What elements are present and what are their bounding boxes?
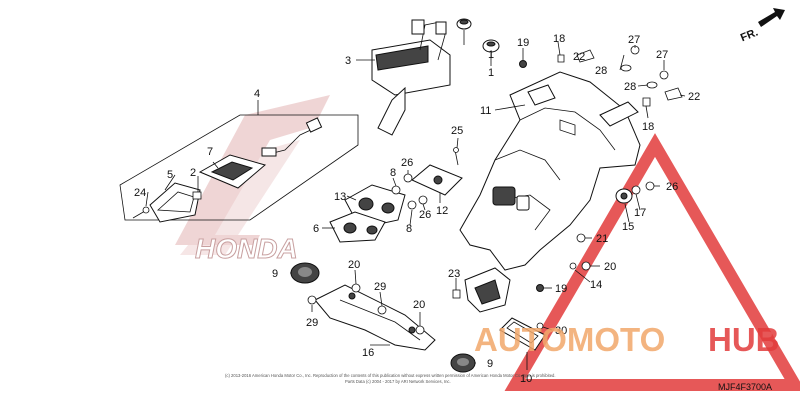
callout-28a: 28 xyxy=(595,65,607,77)
nut-26-right xyxy=(645,181,655,191)
fender-lower-flap xyxy=(464,267,511,313)
callout-19b: 19 xyxy=(555,283,567,295)
clip-22-lower xyxy=(664,87,683,101)
callout-5: 5 xyxy=(167,169,173,181)
callout-26b: 26 xyxy=(419,209,431,221)
bolt-29-right xyxy=(377,305,387,315)
background-brand-text: HONDA xyxy=(195,233,298,264)
callout-30: 30 xyxy=(555,325,567,337)
callout-6: 6 xyxy=(313,223,319,235)
callout-17: 17 xyxy=(634,207,646,219)
bolt-29-left xyxy=(307,295,317,305)
rear-fender xyxy=(459,71,641,271)
watermark-text: AUTOMOTO HUB xyxy=(474,321,780,358)
washer-28-upper xyxy=(620,64,632,72)
callout-18a: 18 xyxy=(553,33,565,45)
bolt-19-lower xyxy=(536,284,544,292)
callout-20a: 20 xyxy=(348,259,360,271)
copyright-line-1: (c) 2013-2016 American Honda Motor Co., … xyxy=(225,373,556,378)
screw-2 xyxy=(192,191,202,200)
callout-18b: 18 xyxy=(642,121,654,133)
callout-25: 25 xyxy=(451,125,463,137)
callout-27b: 27 xyxy=(656,49,668,61)
copyright-line-2: Parts Data (c) 2004 - 2017 by ARI Networ… xyxy=(345,379,451,384)
bolt-18-upper xyxy=(557,54,565,63)
reflector-gasket xyxy=(329,211,386,243)
license-bracket xyxy=(314,284,436,351)
nut-26-upper xyxy=(403,173,413,183)
callout-23: 23 xyxy=(448,268,460,280)
nut-21 xyxy=(576,233,586,243)
callout-3: 3 xyxy=(345,55,351,67)
callout-2: 2 xyxy=(190,167,196,179)
nut-8-lower xyxy=(407,200,417,210)
diagram-code: MJF4F3700A xyxy=(718,382,772,392)
callout-1b: 1 xyxy=(488,67,494,79)
nut-20-lower xyxy=(415,325,425,335)
bolt-19-upper xyxy=(519,60,527,68)
callout-4: 4 xyxy=(254,88,260,100)
grommet-17 xyxy=(631,185,641,195)
nut-27-lower xyxy=(659,70,669,80)
callout-16: 16 xyxy=(362,347,374,359)
callout-8a: 8 xyxy=(390,167,396,179)
callout-20b: 20 xyxy=(413,299,425,311)
callout-13: 13 xyxy=(334,191,346,203)
callout-7: 7 xyxy=(207,146,213,158)
clip-22-upper xyxy=(576,49,595,63)
callout-11: 11 xyxy=(480,105,491,117)
assembly-4-boundary xyxy=(119,114,359,221)
callout-21: 21 xyxy=(596,233,608,245)
nut-8-upper xyxy=(391,185,401,195)
grommet-15 xyxy=(615,188,633,204)
callout-24: 24 xyxy=(134,187,146,199)
grommet-lower xyxy=(482,39,500,53)
callout-22a: 22 xyxy=(573,51,585,63)
callout-14: 14 xyxy=(590,279,602,291)
reflector-bracket xyxy=(411,147,463,196)
screw-24 xyxy=(132,206,150,219)
callout-8b: 8 xyxy=(406,223,412,235)
front-direction-label: FR. xyxy=(739,26,760,44)
callout-28b: 28 xyxy=(624,81,636,93)
callout-27a: 27 xyxy=(628,34,640,46)
callout-15: 15 xyxy=(622,221,634,233)
watermark-text-left: AUTOMOTO xyxy=(474,321,665,358)
callout-labels: 1 1 2 3 4 5 6 7 8 8 9 9 10 11 12 13 14 1… xyxy=(134,33,700,385)
callout-20c: 20 xyxy=(604,261,616,273)
callout-9b: 9 xyxy=(487,358,493,370)
callout-26a: 26 xyxy=(401,157,413,169)
callout-26c: 26 xyxy=(666,181,678,193)
bolt-23 xyxy=(452,289,461,299)
callout-10: 10 xyxy=(520,373,532,385)
callout-12: 12 xyxy=(436,205,448,217)
callout-29a: 29 xyxy=(374,281,386,293)
leader-lines xyxy=(145,30,686,370)
seal-9-right xyxy=(450,353,476,373)
grommet-upper xyxy=(456,18,472,30)
nut-20-right xyxy=(581,261,591,271)
callout-29b: 29 xyxy=(306,317,318,329)
callout-1a: 1 xyxy=(488,49,494,61)
callout-9a: 9 xyxy=(272,268,278,280)
nut-20-upper xyxy=(351,283,361,293)
rear-reflector xyxy=(499,317,546,351)
watermark-text-right: HUB xyxy=(708,321,780,358)
callout-19a: 19 xyxy=(517,37,529,49)
seal-9-left xyxy=(290,262,320,284)
nut-26-lower xyxy=(418,195,428,205)
bolt-18-lower xyxy=(642,97,651,107)
screw-30 xyxy=(536,322,544,330)
tail-light-unit xyxy=(371,19,451,136)
license-light-base xyxy=(198,117,323,189)
callout-22b: 22 xyxy=(688,91,700,103)
nut-14 xyxy=(569,262,577,270)
washer-28-lower xyxy=(646,81,658,89)
front-direction-arrow-icon xyxy=(758,8,785,27)
